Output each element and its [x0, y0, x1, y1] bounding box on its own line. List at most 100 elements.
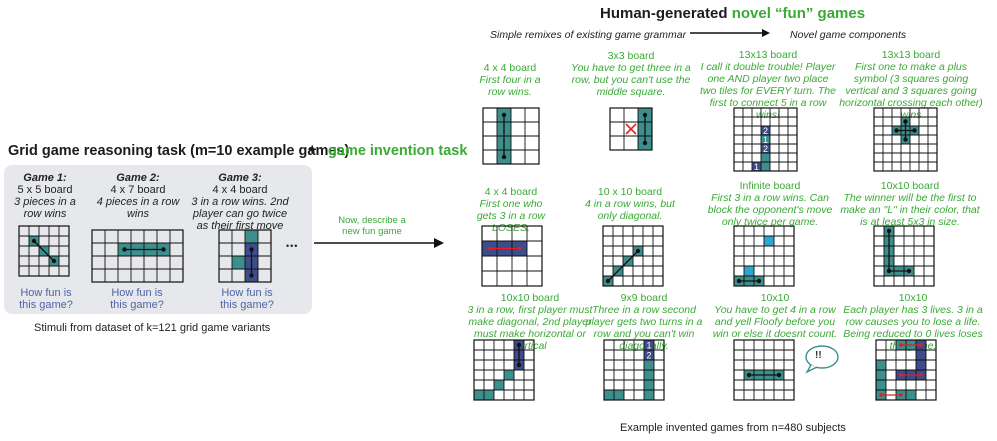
win-line-end: [899, 373, 903, 377]
win-dot: [642, 112, 648, 118]
inv-6-label: 10 x 10 board 4 in a row wins, but only …: [580, 186, 680, 222]
cell-fill: [876, 370, 886, 380]
inv-12-grid: [875, 339, 937, 401]
cell-fill: [916, 360, 926, 370]
inv-2-grid: [609, 107, 653, 151]
win-dot: [642, 140, 648, 146]
cell-fill: [644, 350, 654, 360]
inv-10-text: Three in a row second player gets two tu…: [585, 304, 703, 352]
inv-7-label: Infinite board First 3 in a row wins. Ca…: [704, 180, 836, 228]
header-title-novel: novel “fun” games: [731, 5, 866, 22]
win-dot: [249, 273, 254, 278]
cell-fill: [764, 236, 774, 246]
inv-5-text: First one who gets 3 in a row LOSES.: [476, 198, 546, 234]
win-dot: [122, 247, 127, 252]
win-line-end: [899, 343, 903, 347]
inv-4-grid: [873, 107, 938, 172]
prompt-arrow: [314, 238, 444, 248]
cell-fill: [504, 370, 514, 380]
win-dot: [516, 362, 522, 368]
cross-mark: [625, 123, 637, 135]
task-title-text: Grid game reasoning task (m=10 example g…: [8, 143, 350, 159]
win-line-end: [919, 343, 923, 347]
invention-title: game invention task: [328, 143, 468, 159]
win-dot: [501, 112, 507, 118]
cell-fill: [474, 390, 484, 400]
inv-1-board: 4 x 4 board: [483, 62, 537, 74]
win-dot: [635, 248, 641, 254]
inv-2-text: You have to get three in a row, but you …: [571, 62, 691, 98]
cell-fill: [761, 126, 770, 135]
game-3-name: Game 3:: [218, 172, 262, 184]
cell-fill: [761, 135, 770, 144]
more-games-ellipsis: •••: [286, 241, 299, 251]
cell-fill: [644, 380, 654, 390]
win-dot: [903, 119, 908, 124]
inv-8-board: 10x10 board: [880, 180, 940, 192]
game-3-grid: [218, 229, 272, 283]
inv-1-grid: [482, 107, 540, 165]
cell-fill: [761, 153, 770, 162]
grid-border: [18, 225, 70, 277]
cell-fill: [604, 390, 614, 400]
cell-fill: [644, 360, 654, 370]
win-dot: [906, 268, 912, 274]
cell-fill: [761, 144, 770, 153]
inv-3-board: 13x13 board: [738, 49, 798, 61]
inv-5-label: 4 x 4 board First one who gets 3 in a ro…: [470, 186, 552, 234]
win-dot: [912, 128, 917, 133]
win-dot: [249, 247, 254, 252]
cell-number: 1: [754, 162, 759, 172]
win-line-end: [517, 246, 522, 251]
game-3-text: Game 3: 4 x 4 board 3 in a row wins. 2nd…: [188, 172, 292, 232]
cell-number: 2: [763, 126, 768, 136]
game-1-board: 5 x 5 board: [17, 184, 73, 196]
cell-fill: [644, 370, 654, 380]
game-1-name: Game 1:: [23, 172, 67, 184]
game-3-board: 4 x 4 board: [212, 184, 268, 196]
inv-6-text: 4 in a row wins, but only diagonal.: [585, 198, 675, 222]
inv-8-label: 10x10 board The winner will be the first…: [840, 180, 980, 228]
win-dot: [746, 372, 752, 378]
cell-number: 2: [646, 351, 651, 361]
stimuli-panel: [4, 165, 312, 314]
game-1-grid: [18, 225, 70, 277]
game-1-question[interactable]: How fun is this game?: [19, 287, 73, 311]
cell-fill: [484, 390, 494, 400]
game-3-rule: 3 in a row wins. 2nd player can go twice…: [191, 196, 289, 232]
inv-7-text: First 3 in a row wins. Can block the opp…: [707, 192, 833, 228]
game-1-text: Game 1: 5 x 5 board 3 pieces in a row wi…: [8, 172, 82, 220]
task-title: Grid game reasoning task (m=10 example g…: [8, 143, 349, 159]
cell-fill: [644, 390, 654, 400]
game-2-text: Game 2: 4 x 7 board 4 pieces in a row wi…: [94, 172, 182, 220]
win-line-end: [487, 246, 492, 251]
grid-border: [609, 107, 653, 151]
axis-right-label: Novel game components: [790, 29, 907, 41]
game-3-question[interactable]: How fun is this game?: [220, 287, 274, 311]
win-dot: [776, 372, 782, 378]
cell-fill: [916, 350, 926, 360]
stimuli-caption: Stimuli from dataset of k=121 grid game …: [34, 322, 271, 334]
prompt-text: Now, describe a new fun game: [338, 215, 406, 237]
inv-4-board: 13x13 board: [881, 49, 941, 61]
cell-number: 2: [763, 144, 768, 154]
inv-11-board: 10x10: [760, 292, 790, 304]
cell-fill: [614, 390, 624, 400]
inv-11-grid: [733, 339, 795, 401]
inv-3-label: 13x13 board I call it double trouble! Pl…: [700, 49, 836, 121]
cell-fill: [876, 380, 886, 390]
plus-sign: +: [308, 142, 317, 158]
cell-fill: [906, 390, 916, 400]
cell-fill: [752, 162, 761, 171]
win-dot: [605, 278, 611, 284]
cell-fill: [245, 230, 258, 243]
win-dot: [886, 268, 892, 274]
speech-bubble-icon: [805, 345, 839, 374]
inv-1-label: 4 x 4 board First four in a row wins.: [470, 62, 550, 98]
win-dot: [501, 154, 507, 160]
win-dot: [756, 278, 762, 284]
inv-2-label: 3x3 board You have to get three in a row…: [565, 50, 697, 98]
win-dot: [894, 128, 899, 133]
game-2-question[interactable]: How fun is this game?: [110, 287, 164, 311]
inv-4-label: 13x13 board First one to make a plus sym…: [838, 49, 984, 121]
